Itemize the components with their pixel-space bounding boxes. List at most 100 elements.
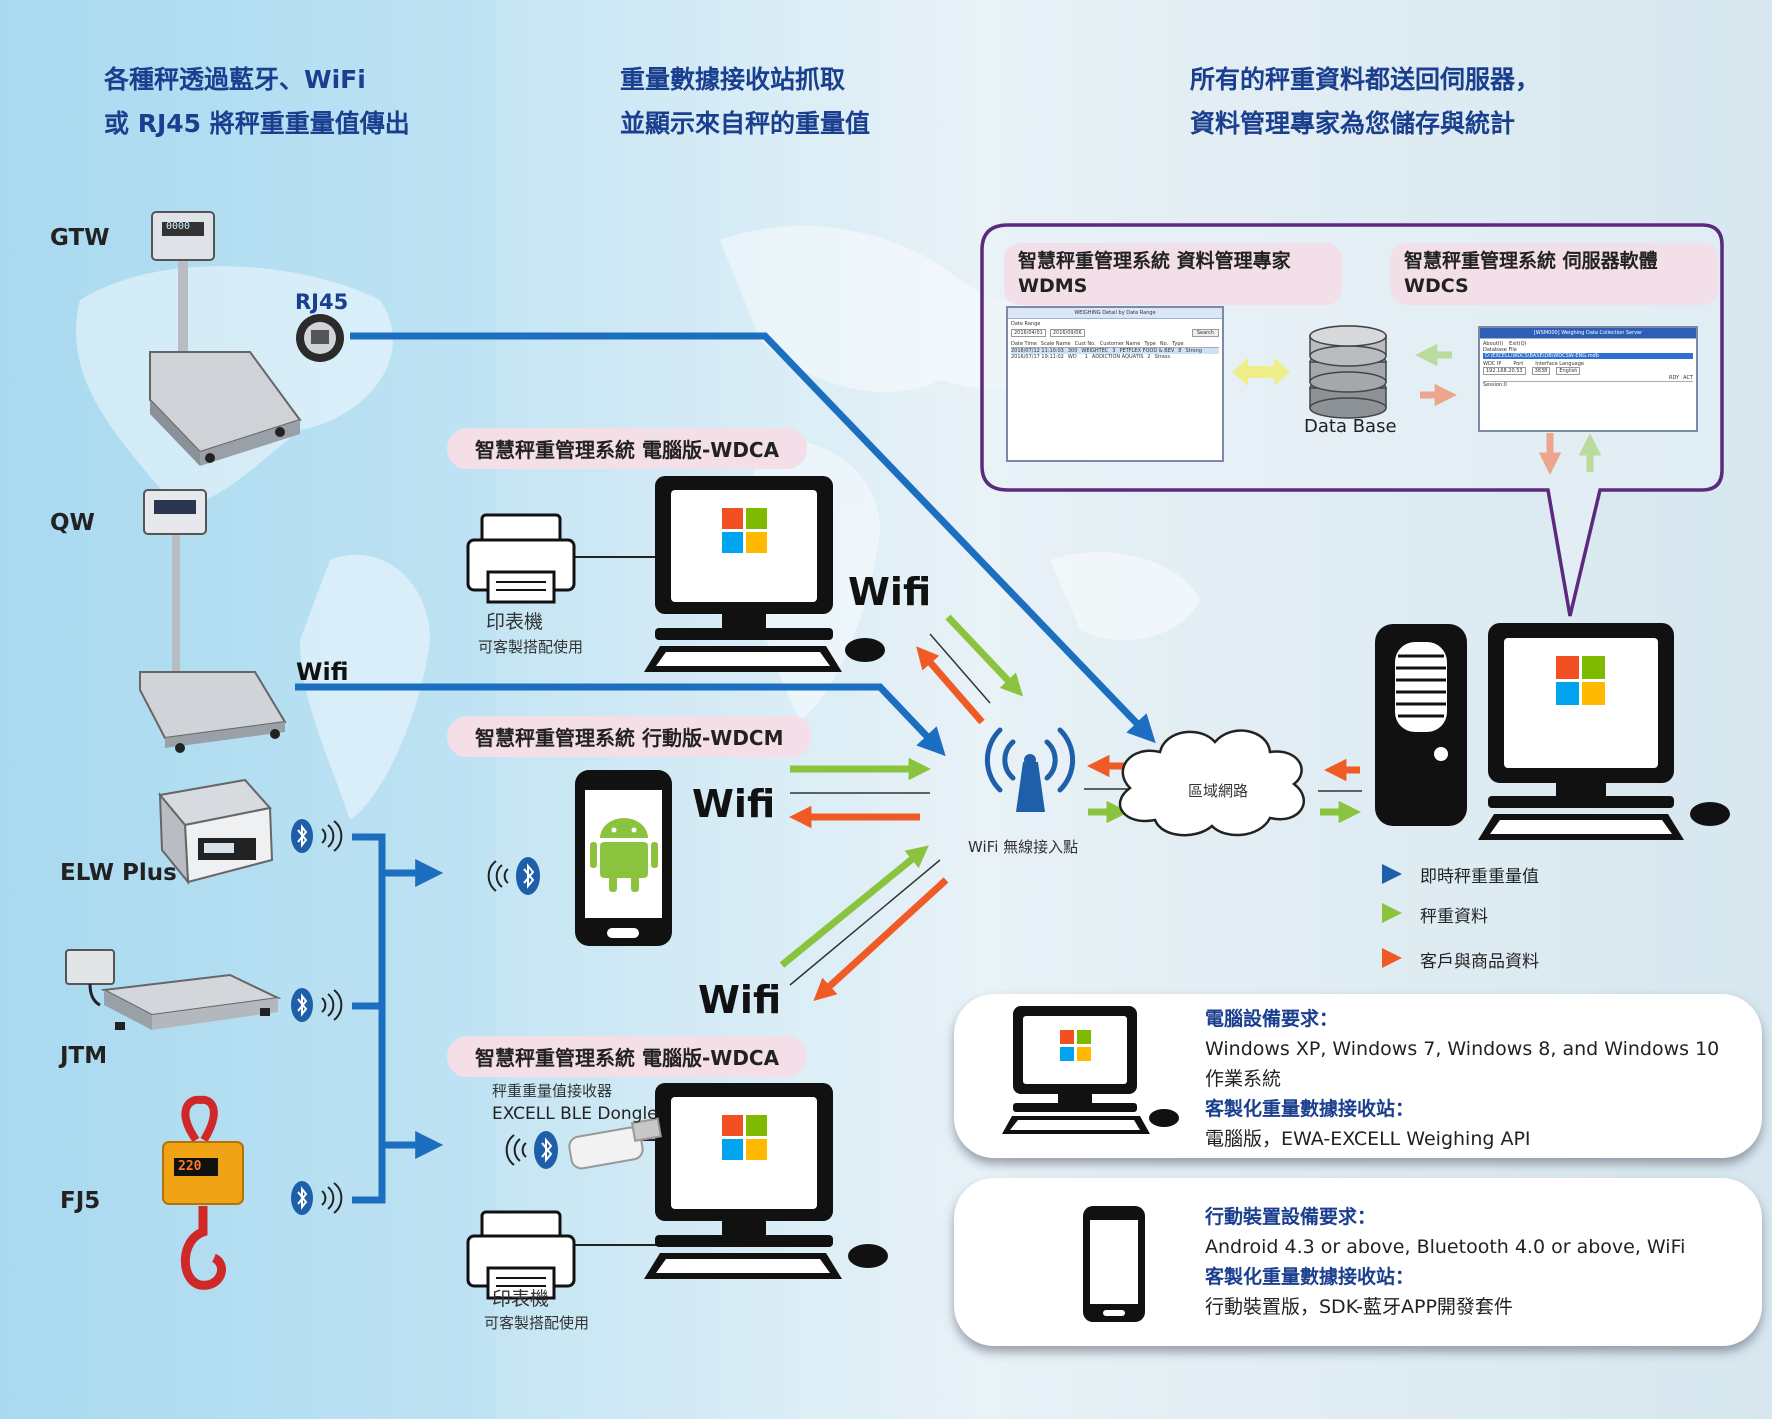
- mobile-req-heading: 行動裝置設備要求：: [1205, 1206, 1377, 1228]
- wdcs-ip-field[interactable]: 192.168.20.53: [1483, 367, 1526, 375]
- pc-wdca-bottom-icon: [644, 1083, 888, 1279]
- pc-req-station-heading: 客製化重量數據接收站：: [1205, 1098, 1415, 1120]
- printer-bottom-icon: [466, 1210, 576, 1300]
- label-gtw: GTW: [50, 225, 110, 251]
- table-cell: 3: [1112, 348, 1116, 354]
- wdcs-window: [WSM000] Weighing Data Collection Server…: [1478, 326, 1698, 432]
- access-point-icon: [984, 727, 1076, 812]
- signal-waves-icon: [321, 820, 527, 1214]
- wdms-col-header: Scale Name: [1040, 341, 1071, 347]
- wdcs-menu-exit[interactable]: Exit(Q): [1509, 341, 1527, 347]
- heading-scales-line1: 各種秤透過藍牙、WiFi: [104, 65, 366, 94]
- access-point-label: WiFi 無線接入點: [968, 838, 1079, 856]
- legend-customer-data: 客戶與商品資料: [1420, 952, 1539, 972]
- wdca-top-wifi-label: Wifi: [848, 570, 932, 614]
- mobile-req-station-heading: 客製化重量數據接收站：: [1205, 1266, 1415, 1288]
- wdcs-code-text: WDCS: [1404, 275, 1469, 297]
- printer-top-icon: [466, 513, 576, 604]
- wdms-to-date[interactable]: 2016/09/06: [1049, 329, 1085, 337]
- legend-orange-arrow: [1382, 948, 1402, 968]
- android-phone-icon: [575, 770, 672, 946]
- table-cell: 300: [1067, 348, 1078, 354]
- label-qw: QW: [50, 510, 95, 536]
- database-icon: [1309, 325, 1387, 419]
- pc-req-heading: 電腦設備要求：: [1205, 1008, 1339, 1030]
- table-cell: 2016/07/17 19:11:02: [1011, 354, 1064, 360]
- qw-scale-image: [139, 489, 287, 753]
- dongle-label: 秤重重量值接收器: [492, 1082, 613, 1100]
- bluetooth-icon: [291, 819, 558, 1215]
- heading-stations: 重量數據接收站抓取 並顯示來自秤的重量值: [620, 58, 870, 146]
- pc-req-os: Windows XP, Windows 7, Windows 8, and Wi…: [1205, 1038, 1720, 1060]
- table-cell: WD: [1067, 354, 1077, 360]
- legend-realtime: 即時秤重重量值: [1420, 867, 1539, 887]
- label-fj5: FJ5: [60, 1188, 101, 1214]
- label-jtm: JTM: [60, 1043, 108, 1069]
- table-row[interactable]: 2016/07/17 19:11:02 WD 1 ADDICTION AQUAT…: [1011, 354, 1219, 360]
- gtw-scale-image: [149, 211, 302, 466]
- printer-bottom-label: 印表機: [492, 1288, 550, 1310]
- wdcs-window-title: [WSM000] Weighing Data Collection Server: [1480, 328, 1696, 339]
- legend-blue-arrow: [1382, 864, 1402, 884]
- server-computer-icon: [1375, 623, 1730, 840]
- bt-bus-elw: [352, 833, 386, 1204]
- wdms-code-text: WDMS: [1018, 275, 1088, 297]
- jtm-scale-image: [65, 949, 282, 1030]
- wdcs-session-status: Session:0: [1483, 381, 1693, 388]
- heading-server-line2: 資料管理專家為您儲存與統計: [1190, 109, 1516, 138]
- heading-stations-line1: 重量數據接收站抓取: [620, 65, 846, 94]
- database-label: Data Base: [1304, 416, 1397, 437]
- elw-scale-image: [158, 778, 274, 886]
- table-cell: PETFLEX FOOD & BEV: [1119, 348, 1175, 354]
- wdms-col-header: Date Time: [1011, 341, 1037, 347]
- table-cell: Strong: [1185, 348, 1202, 354]
- wdcs-lang-label: Interface Language: [1535, 361, 1584, 367]
- wdcs-ip-label: WDC IP: [1483, 361, 1502, 367]
- mobile-req-spec: Android 4.3 or above, Bluetooth 4.0 or a…: [1205, 1236, 1686, 1258]
- wdms-table-header: Date Time Scale Name Cust No. Customer N…: [1011, 341, 1219, 348]
- gtw-display-readout: 0000: [166, 221, 191, 232]
- heading-scales: 各種秤透過藍牙、WiFi 或 RJ45 將秤重重量值傳出: [104, 58, 410, 146]
- wdms-window: WEIGHING Detail by Date Range Date Range…: [1006, 306, 1224, 462]
- mobile-req-station: 行動裝置版，SDK-藍牙APP開發套件: [1205, 1296, 1513, 1318]
- wdms-col-header: Cust No.: [1074, 341, 1096, 347]
- wdcs-status-act: ACT: [1683, 375, 1693, 381]
- wdcs-title: 智慧秤重管理系統 伺服器軟體 WDCS: [1390, 243, 1718, 305]
- rj45-port-icon: [296, 314, 344, 362]
- wdms-search-button[interactable]: Search: [1191, 329, 1219, 337]
- rj45-label: RJ45: [295, 290, 349, 314]
- wdms-title-text: 智慧秤重管理系統 資料管理專家: [1018, 250, 1291, 272]
- heading-server: 所有的秤重資料都送回伺服器， 資料管理專家為您儲存與統計: [1190, 58, 1540, 146]
- wdms-from-date[interactable]: 2016/04/01: [1011, 329, 1046, 337]
- printer-bottom-note: 可客製搭配使用: [484, 1314, 590, 1332]
- table-row[interactable]: 2016/07/12 11:10:03 300 WEIGHTEC 3 PETFL…: [1011, 348, 1219, 354]
- windows-logo-icon: [722, 508, 1605, 1160]
- wdms-col-header: Type: [1172, 341, 1184, 347]
- table-cell: Strass: [1154, 354, 1171, 360]
- mobile-requirements-text: 行動裝置設備要求： Android 4.3 or above, Bluetoot…: [1205, 1202, 1685, 1322]
- lan-cloud: [1118, 729, 1305, 837]
- wdms-window-title: WEIGHING Detail by Date Range: [1008, 308, 1222, 319]
- wdms-title: 智慧秤重管理系統 資料管理專家 WDMS: [1004, 243, 1342, 305]
- wdms-col-header: Type: [1144, 341, 1156, 347]
- wdca-bottom-pill: 智慧秤重管理系統 電腦版-WDCA: [447, 1036, 808, 1077]
- table-cell: WEIGHTEC: [1081, 348, 1109, 354]
- wdcs-menu: About(I) Exit(Q): [1483, 341, 1693, 347]
- table-cell: 2: [1147, 354, 1151, 360]
- wdcs-db-path[interactable]: D:\EXCELL\WDCS\BASE\DB\WDCSW-ENG.mdb: [1483, 353, 1693, 359]
- wdcs-lang-select[interactable]: English: [1556, 367, 1581, 375]
- wdcs-menu-about[interactable]: About(I): [1483, 341, 1504, 347]
- table-cell: 2016/07/12 11:10:03: [1011, 348, 1064, 354]
- legend-weighing-data: 秤重資料: [1420, 907, 1488, 927]
- printer-top-note: 可客製搭配使用: [478, 638, 584, 656]
- heading-stations-line2: 並顯示來自秤的重量值: [620, 109, 871, 138]
- qw-wifi-label: Wifi: [296, 658, 349, 686]
- wdcs-port-field[interactable]: 3838: [1531, 367, 1551, 375]
- wdcm-pill: 智慧秤重管理系統 行動版-WDCM: [447, 716, 812, 757]
- pc-req-os-note: 作業系統: [1205, 1068, 1282, 1090]
- pc-req-station: 電腦版，EWA-EXCELL Weighing API: [1205, 1128, 1531, 1150]
- table-cell: 8: [1178, 348, 1182, 354]
- pc-wdca-top-icon: [644, 476, 885, 672]
- wdcs-status-rdy: RDY: [1669, 375, 1680, 381]
